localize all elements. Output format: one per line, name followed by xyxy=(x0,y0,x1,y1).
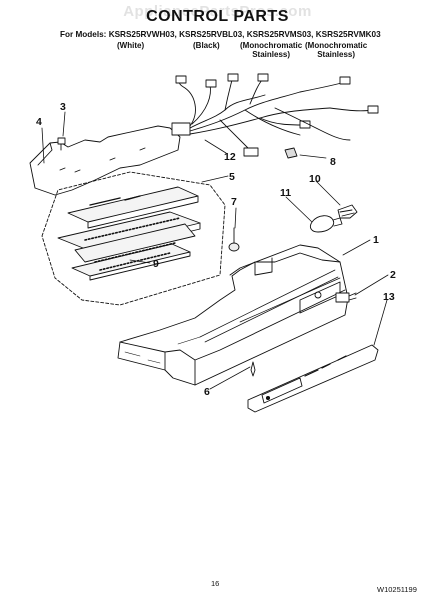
part-8-connector xyxy=(284,147,298,159)
callout-7: 7 xyxy=(231,196,237,208)
callout-12: 12 xyxy=(224,151,236,163)
callout-3: 3 xyxy=(60,101,66,113)
models-prefix: For Models: xyxy=(60,30,107,39)
part-11-lamp-bulb xyxy=(309,215,343,233)
document-number: W10251199 xyxy=(377,585,417,594)
part-5-control-assembly-outline xyxy=(41,171,226,306)
callout-11: 11 xyxy=(280,187,291,199)
variant-line2: Stainless) xyxy=(317,50,356,59)
variant-line1: (Monochromatic xyxy=(305,41,368,50)
callout-8: 8 xyxy=(330,156,336,168)
part-3-screw xyxy=(57,137,66,151)
models-list: KSRS25RVWH03, KSRS25RVBL03, KSRS25RVMS03… xyxy=(108,30,381,39)
callout-9: 9 xyxy=(153,258,159,270)
part-10-lamp-socket xyxy=(337,204,358,219)
variant-label-black: (Black) xyxy=(193,41,220,50)
part-2-switch xyxy=(335,292,357,303)
callout-13: 13 xyxy=(383,291,395,303)
part-12-wiring-harness xyxy=(171,73,379,157)
callout-10: 10 xyxy=(309,173,321,185)
variant-line2: Stainless) xyxy=(252,50,291,59)
page-number: 16 xyxy=(211,579,220,588)
part-6-screw xyxy=(250,361,256,377)
part-1-control-housing xyxy=(117,244,349,386)
page-title: CONTROL PARTS xyxy=(146,8,289,25)
variant-line1: (White) xyxy=(117,41,145,50)
part-13-control-overlay xyxy=(247,344,379,413)
watermark: AppliancePartsPros.com xyxy=(123,3,312,20)
part-7-grommet xyxy=(228,227,240,252)
part-9-control-boards xyxy=(57,186,201,281)
variant-line1: (Black) xyxy=(193,41,220,50)
model-list: For Models: KSRS25RVWH03, KSRS25RVBL03, … xyxy=(60,30,381,39)
callout-4: 4 xyxy=(36,116,42,128)
callout-numbers: 1 2 3 4 5 6 7 8 9 10 11 12 13 xyxy=(36,101,396,398)
callout-1: 1 xyxy=(373,234,379,246)
callout-2: 2 xyxy=(390,269,396,281)
variant-line1: (Monochromatic xyxy=(240,41,303,50)
variant-label-mk: (Monochromatic Stainless) xyxy=(305,41,367,59)
variant-label-white: (White) xyxy=(117,41,144,50)
callout-6: 6 xyxy=(204,386,210,398)
callout-5: 5 xyxy=(229,171,235,183)
leader-lines xyxy=(41,111,389,390)
variant-label-ms: (Monochromatic Stainless) xyxy=(240,41,302,59)
part-4-bracket-plate xyxy=(29,125,181,196)
